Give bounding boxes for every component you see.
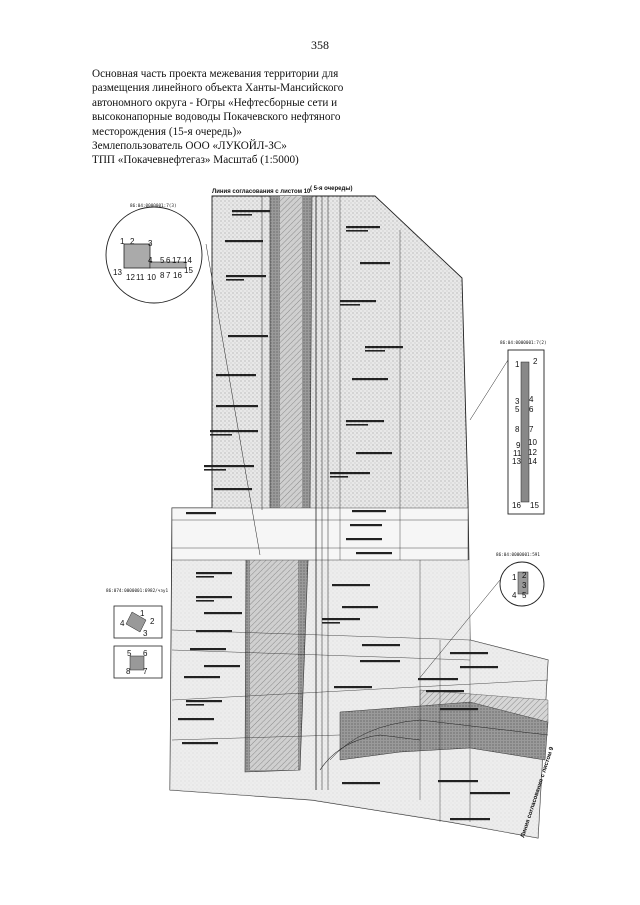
svg-text:3: 3 [143,629,148,638]
svg-text:14: 14 [183,256,192,265]
pipeline-corridor-hatched [280,196,302,510]
svg-text:1: 1 [140,609,145,618]
svg-text:86:04:0000001:7(2): 86:04:0000001:7(2) [500,340,547,346]
header-line: ТПП «Покачевнефтегаз» Масштаб (1:5000) [92,154,299,167]
header-line: месторождения (15-я очередь)» [92,125,242,138]
svg-text:13: 13 [113,268,122,277]
svg-text:86:04:0000001:7(3): 86:04:0000001:7(3) [130,203,177,209]
parcel-label-marks [178,210,510,821]
svg-text:7: 7 [529,425,534,434]
svg-text:86:074:0000001:6982/чзу1: 86:074:0000001:6982/чзу1 [106,588,168,594]
svg-text:10: 10 [528,438,537,447]
svg-text:4: 4 [120,619,125,628]
header-line: Основная часть проекта межевания террито… [92,68,339,80]
svg-text:10: 10 [147,273,156,282]
svg-text:12: 12 [126,273,135,282]
svg-text:5: 5 [127,649,132,658]
svg-text:4: 4 [148,256,153,265]
svg-text:6: 6 [166,256,171,265]
svg-text:5: 5 [515,405,520,414]
svg-text:12: 12 [528,448,537,457]
crossing-corridor [171,507,469,561]
svg-text:15: 15 [530,501,539,510]
pipeline-corridor-lower [250,560,298,770]
header-line: Землепользователь ООО «ЛУКОЙЛ-ЗС» [92,140,287,153]
svg-text:9: 9 [516,441,521,450]
svg-text:7: 7 [143,667,148,676]
callout-parcel-7-2: 86:04:0000001:7(2) 1 2 3 4 5 6 8 7 9 10 … [500,340,547,515]
header-line: автономного округа - Югры «Нефтесборные … [92,96,338,109]
svg-text:14: 14 [528,457,537,466]
svg-text:3: 3 [148,239,153,248]
header-line: размещения линейного объекта Ханты-Манси… [92,82,344,95]
svg-text:6: 6 [143,649,148,658]
svg-text:86:04:0000001:591: 86:04:0000001:591 [496,552,540,558]
callout-parcel-591: 86:04:0000001:591 1 2 3 4 5 [496,552,545,607]
svg-text:2: 2 [533,357,538,366]
header-line: высоконапорные водоводы Покачевского неф… [92,111,341,124]
svg-text:1: 1 [515,360,520,369]
document-header: Основная часть проекта межевания террито… [92,67,392,168]
svg-text:1: 1 [120,237,125,246]
svg-text:2: 2 [130,237,135,246]
queue-label: ( 5-я очереды) [310,186,352,192]
callout-parcel-6982: 86:074:0000001:6982/чзу1 1 2 3 4 5 6 7 8 [106,588,168,679]
svg-text:16: 16 [512,501,521,510]
svg-text:8: 8 [160,271,165,280]
svg-text:8: 8 [126,667,131,676]
svg-text:5: 5 [522,591,527,600]
svg-text:13: 13 [512,457,521,466]
svg-text:2: 2 [522,571,527,580]
leader-lines [205,243,509,681]
svg-text:2: 2 [150,617,155,626]
svg-text:11: 11 [136,273,145,282]
svg-text:4: 4 [529,395,534,404]
svg-text:17: 17 [172,256,181,265]
svg-text:7: 7 [166,271,171,280]
page-number: 358 [311,38,329,52]
svg-text:16: 16 [173,271,182,280]
svg-text:3: 3 [515,397,520,406]
svg-text:11: 11 [513,449,522,458]
svg-text:15: 15 [184,266,193,275]
svg-text:4: 4 [512,591,517,600]
svg-text:5: 5 [160,256,165,265]
svg-text:1: 1 [512,573,517,582]
svg-text:6: 6 [529,405,534,414]
svg-text:3: 3 [522,581,527,590]
agreement-line-top-label: Линия согласования с листом 10 [212,189,311,195]
callout-parcel-7-3: 86:04:0000001:7(3) 1 2 3 4 5 6 17 14 13 … [105,203,203,304]
svg-text:8: 8 [515,425,520,434]
